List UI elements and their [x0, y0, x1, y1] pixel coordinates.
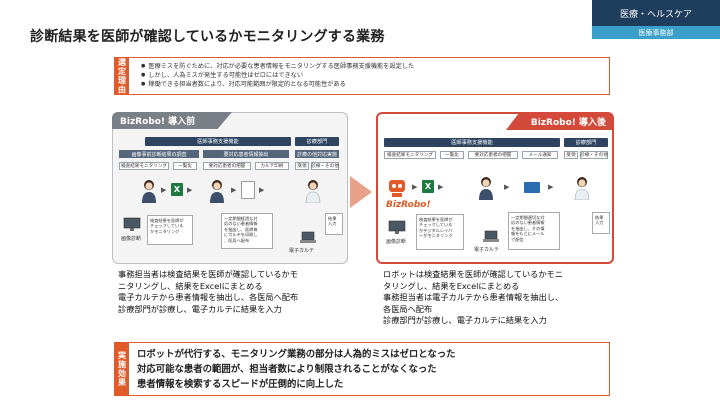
before-chip: 受領: [295, 162, 309, 170]
after-chip: 要対応患者の把握: [468, 151, 518, 159]
reason-item: 医療ミスを防ぐために、対応が必要な患者情報をモニタリングする医師事務支援機能を設…: [141, 62, 605, 71]
monitor-icon: [388, 220, 406, 234]
before-chip: 検査結果モニタリング: [119, 162, 169, 170]
person-icon: [142, 180, 156, 203]
description-line: ロボットは検査結果を医師が確認しているかモニ: [383, 269, 563, 279]
result-lines: ロボットが代行する、モニタリング業務の部分は人為的ミスはゼロとなった 対応可能な…: [137, 347, 455, 392]
doctor-icon: [574, 177, 590, 200]
reason-list: 医療ミスを防ぐために、対応が必要な患者情報をモニタリングする医師事務支援機能を設…: [141, 62, 605, 90]
description-line: ニタリングし、結果をExcelにまとめる: [118, 280, 263, 291]
before-sub-1: 画像事前診断結果の調査: [119, 150, 199, 158]
robot-icon: [389, 180, 405, 197]
result-line: 対応可能な患者の範囲が、担当者数により制限されることがなくなった: [137, 364, 437, 375]
after-note-monitoring: 検査結果を医師が チェックしている かデジタルレイバ ーがモニタリング: [416, 214, 464, 250]
description-line: 電子カルテから患者情報を抽出し、各医局へ配布: [118, 292, 299, 303]
result-box: 実施効果 ロボットが代行する、モニタリング業務の部分は人為的ミスはゼロとなった …: [114, 342, 610, 396]
after-chip: 一覧化: [440, 151, 464, 159]
electronic-karte-label: 電子カルテ: [289, 248, 315, 254]
transition-arrow-icon: [350, 176, 372, 208]
selection-reason-box: 選定理由 医療ミスを防ぐために、対応が必要な患者情報をモニタリングする医師事務支…: [114, 57, 610, 95]
after-note-result: 結果 入力: [592, 212, 610, 234]
arrow-icon: ▶: [412, 183, 418, 191]
person-icon: [210, 180, 224, 203]
after-chip: 受領: [564, 151, 578, 159]
category-corner: 医療・ヘルスケア 医療事務部: [592, 0, 720, 39]
before-sub-2: 要対応患者情報抽出: [203, 150, 289, 158]
department-tag: 医療事務部: [592, 26, 720, 39]
description-line: 各医局へ配布: [383, 303, 433, 314]
page-title: 診断結果を医師が確認しているかモニタリングする業務: [30, 29, 385, 45]
before-note-result: 結果 入力: [325, 213, 343, 235]
description-line: 事務担当者は電子カルテから患者情報を抽出し、: [383, 292, 564, 303]
before-chip: 診療・その他: [311, 162, 339, 170]
before-note-monitoring: 検査結果を医師が チェックしている かモニタリング: [147, 215, 193, 245]
excel-icon: X: [422, 180, 434, 193]
before-chip: 一覧化: [173, 162, 197, 170]
image-diagnosis-label: 画像診断: [121, 236, 142, 242]
before-group-main: 医師事務支援機能: [145, 137, 291, 146]
arrow-icon: ▶: [504, 183, 510, 191]
arrow-icon: ▶: [187, 186, 193, 194]
before-group-side: 診療部門: [295, 137, 339, 146]
reason-item: 稼働できる担当者数により、対応可能範囲が限定的となる可能性がある: [141, 80, 605, 89]
arrow-icon: ▶: [438, 183, 444, 191]
after-panel: BizRobo! 導入後 医師事務支援機能 診療部門 検査結果モニタリング 一覧…: [376, 112, 614, 264]
after-description: ロボットは検査結果を医師が確認しているかモニ タリングし、結果をExcelにまと…: [383, 269, 563, 327]
description-line: タリングし、結果をExcelにまとめる: [383, 280, 520, 291]
image-diagnosis-label: 画像診断: [386, 239, 407, 245]
before-chip: 要対応患者の把握: [203, 162, 251, 170]
before-chip: カルテ印刷: [255, 162, 289, 170]
before-description: 事務担当者は検査結果を医師が確認しているかモ ニタリングし、結果をExcelにま…: [118, 269, 298, 315]
after-chip: 検査結果モニタリング: [384, 151, 436, 159]
description-line: 診療部門が診療し、電子カルテに結果を入力: [118, 303, 282, 314]
reason-item: しかし、人為ミスが発生する可能性はゼロにはできない: [141, 71, 605, 80]
category-tag: 医療・ヘルスケア: [592, 0, 720, 26]
result-line: ロボットが代行する、モニタリング業務の部分は人為的ミスはゼロとなった: [137, 349, 456, 360]
laptop-icon: [300, 231, 316, 243]
before-panel-header: BizRobo! 導入前: [112, 112, 232, 129]
before-panel: BizRobo! 導入前 医師事務支援機能 診療部門 画像事前診断結果の調査 要…: [112, 112, 348, 264]
after-chip: 診療・その他: [580, 151, 608, 159]
description-line: 事務担当者は検査結果を医師が確認しているかモ: [118, 269, 298, 279]
arrow-icon: ▶: [548, 183, 554, 191]
after-note-extract: 一定期間適切な対 応のない患者情報 を抽出し、その情 報をもとにメール で配信: [508, 212, 560, 250]
electronic-karte-label: 電子カルテ: [474, 247, 500, 253]
before-side-sub: 診療の他対応実施: [295, 150, 339, 158]
selection-reason-label: 選定理由: [115, 58, 129, 94]
arrow-icon: ▶: [231, 186, 237, 194]
person-icon: [479, 177, 493, 200]
laptop-icon: [483, 230, 499, 242]
after-panel-header: BizRobo! 導入後: [506, 113, 614, 130]
arrow-icon: ▶: [161, 186, 167, 194]
mail-icon: [524, 182, 540, 193]
excel-icon: X: [171, 183, 183, 196]
result-line: 患者情報を検索するスピードが圧倒的に向上した: [137, 379, 344, 390]
document-icon: [241, 181, 255, 199]
monitor-icon: [123, 217, 141, 231]
doctor-icon: [305, 180, 321, 203]
arrow-icon: ▶: [259, 186, 265, 194]
after-chip: メール通知: [522, 151, 558, 159]
before-note-extract: 一定期間経過な対 応のない患者情報 を抽出し、医師毎 にカルテを印刷し 、医局へ…: [221, 213, 273, 249]
description-line: 診療部門が診療し、電子カルテに結果を入力: [383, 315, 547, 326]
after-group-side: 診療部門: [564, 138, 608, 147]
bizrobo-logo: BizRobo!: [386, 200, 431, 210]
result-label: 実施効果: [115, 343, 129, 395]
after-group-main: 医師事務支援機能: [384, 138, 560, 147]
